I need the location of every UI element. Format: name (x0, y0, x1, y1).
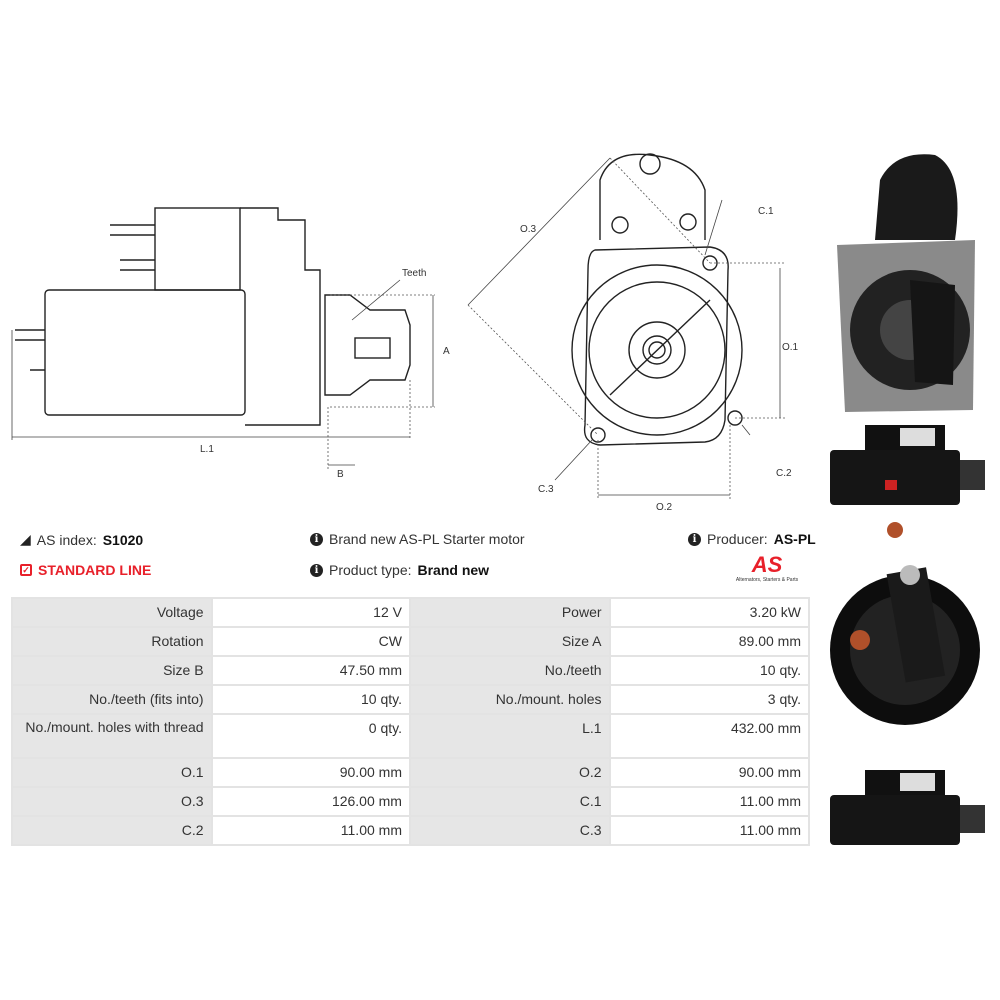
photo-rear (830, 522, 980, 725)
description: i Brand new AS-PL Starter motor (310, 531, 525, 547)
label-o1: O.1 (782, 342, 799, 353)
description-text: Brand new AS-PL Starter motor (329, 531, 525, 547)
as-index-label: AS index: (36, 531, 97, 548)
label-o2: O.2 (656, 502, 673, 513)
spec-label: Power (408, 597, 611, 628)
label-a: A (443, 346, 450, 357)
spec-label: O.2 (408, 757, 611, 788)
producer-value: AS-PL (773, 531, 816, 547)
product-type-value: Brand new (417, 562, 490, 578)
spec-label: No./teeth (fits into) (11, 684, 213, 715)
product-type-label: Product type: (329, 562, 412, 578)
spec-value: 10 qty. (608, 655, 811, 686)
tag-icon: ◢ (20, 531, 31, 547)
product-line: ✓ STANDARD LINE (20, 562, 151, 578)
checkbox-icon: ✓ (20, 564, 32, 576)
photo-side-1 (830, 425, 985, 505)
product-photos (830, 154, 985, 845)
spec-value: 11.00 mm (608, 786, 811, 817)
logo-tagline: Alternators, Starters & Parts (735, 577, 799, 583)
as-logo: AS Alternators, Starters & Parts (722, 553, 812, 589)
spec-label: No./mount. holes (408, 684, 611, 715)
spec-value: 89.00 mm (608, 626, 811, 657)
spec-value: 47.50 mm (210, 655, 411, 686)
label-b: B (337, 469, 344, 480)
label-l1: L.1 (200, 444, 214, 455)
info-icon: i (688, 532, 701, 546)
product-line-label: STANDARD LINE (38, 562, 152, 578)
spec-label: C.2 (11, 815, 213, 846)
spec-value: 0 qty. (210, 713, 411, 759)
product-type: i Product type: Brand new (310, 562, 489, 578)
producer: i Producer: AS-PL (688, 531, 816, 547)
spec-value: 90.00 mm (210, 757, 411, 788)
spec-value: 3.20 kW (608, 597, 811, 628)
front-view-drawing: O.3 C.1 O.1 C.2 C.3 O.2 (467, 153, 799, 513)
photo-front-flange (837, 154, 975, 412)
spec-value: 10 qty. (210, 684, 411, 715)
spec-label: O.3 (11, 786, 213, 817)
photo-side-2 (830, 770, 985, 845)
spec-label: No./mount. holes with thread (11, 713, 213, 759)
spec-label: O.1 (11, 757, 213, 788)
spec-value: 3 qty. (608, 684, 811, 715)
logo-mark: AS (722, 553, 812, 577)
label-c1: C.1 (758, 206, 774, 217)
info-icon: i (310, 532, 323, 546)
spec-label: No./teeth (408, 655, 611, 686)
spec-value: 11.00 mm (210, 815, 411, 846)
as-index: ◢ AS index: S1020 (20, 531, 143, 548)
label-teeth: Teeth (402, 268, 426, 279)
spec-label: Voltage (11, 597, 213, 628)
spec-value: CW (210, 626, 411, 657)
info-icon: i (310, 563, 323, 577)
producer-label: Producer: (707, 531, 768, 547)
spec-label: C.3 (408, 815, 611, 846)
spec-value: 12 V (210, 597, 411, 628)
label-c2: C.2 (776, 468, 792, 479)
side-view-drawing: Teeth A B L.1 (11, 207, 450, 480)
spec-value: 11.00 mm (608, 815, 811, 846)
spec-label: L.1 (408, 713, 611, 759)
spec-row: No./teeth (fits into)10 qty.No./mount. h… (11, 684, 811, 715)
spec-label: Size B (11, 655, 213, 686)
spec-value: 432.00 mm (608, 713, 811, 759)
as-index-value: S1020 (102, 531, 144, 548)
spec-label: Rotation (11, 626, 213, 657)
label-c3: C.3 (538, 484, 554, 495)
spec-value: 90.00 mm (608, 757, 811, 788)
spec-label: C.1 (408, 786, 611, 817)
spec-label: Size A (408, 626, 611, 657)
spec-value: 126.00 mm (210, 786, 411, 817)
label-o3: O.3 (520, 224, 537, 235)
